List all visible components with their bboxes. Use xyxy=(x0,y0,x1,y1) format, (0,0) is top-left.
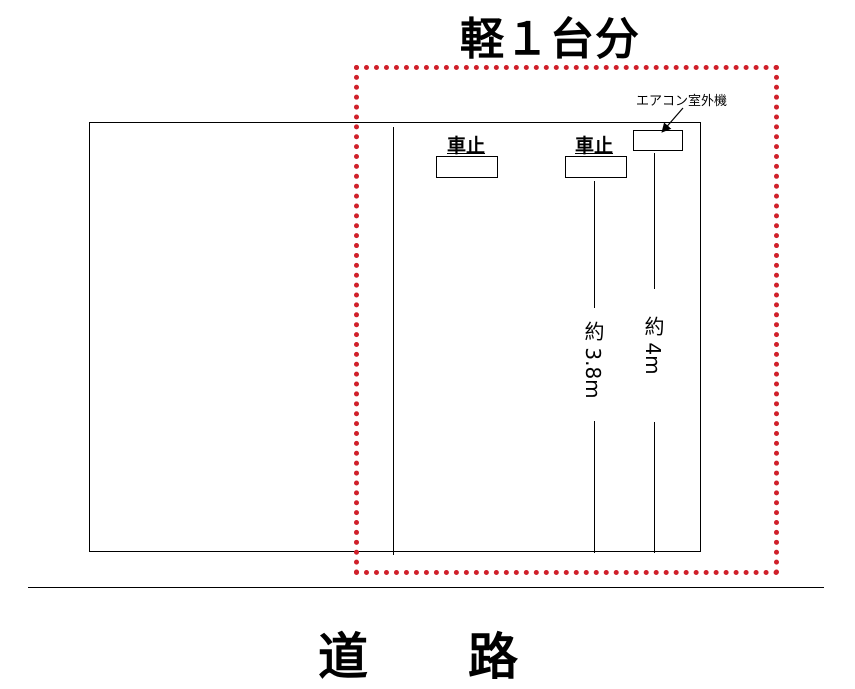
dimension-line-right-upper xyxy=(654,153,655,289)
road-edge-line xyxy=(28,587,824,588)
dimension-line-right-lower xyxy=(654,422,655,553)
diagram-title: 軽１台分 xyxy=(460,14,640,65)
dimension-right-label: 約 4m xyxy=(641,316,665,375)
dimension-line-left-upper xyxy=(594,181,595,308)
dimension-left-label: 約 3.8m xyxy=(581,321,605,399)
car-stop-1 xyxy=(436,156,498,178)
car-stop-label-1: 車止 xyxy=(447,135,486,157)
dimension-line-left-lower xyxy=(594,421,595,553)
parking-space-highlight xyxy=(354,65,779,575)
road-label: 道 路 xyxy=(318,628,518,686)
parking-boundary-line xyxy=(393,127,394,555)
air-conditioner-label: エアコン室外機 xyxy=(636,94,728,109)
car-stop-label-2: 車止 xyxy=(575,135,614,157)
car-stop-2 xyxy=(565,156,627,178)
lot-outline xyxy=(89,122,701,552)
air-conditioner-unit xyxy=(633,130,683,151)
